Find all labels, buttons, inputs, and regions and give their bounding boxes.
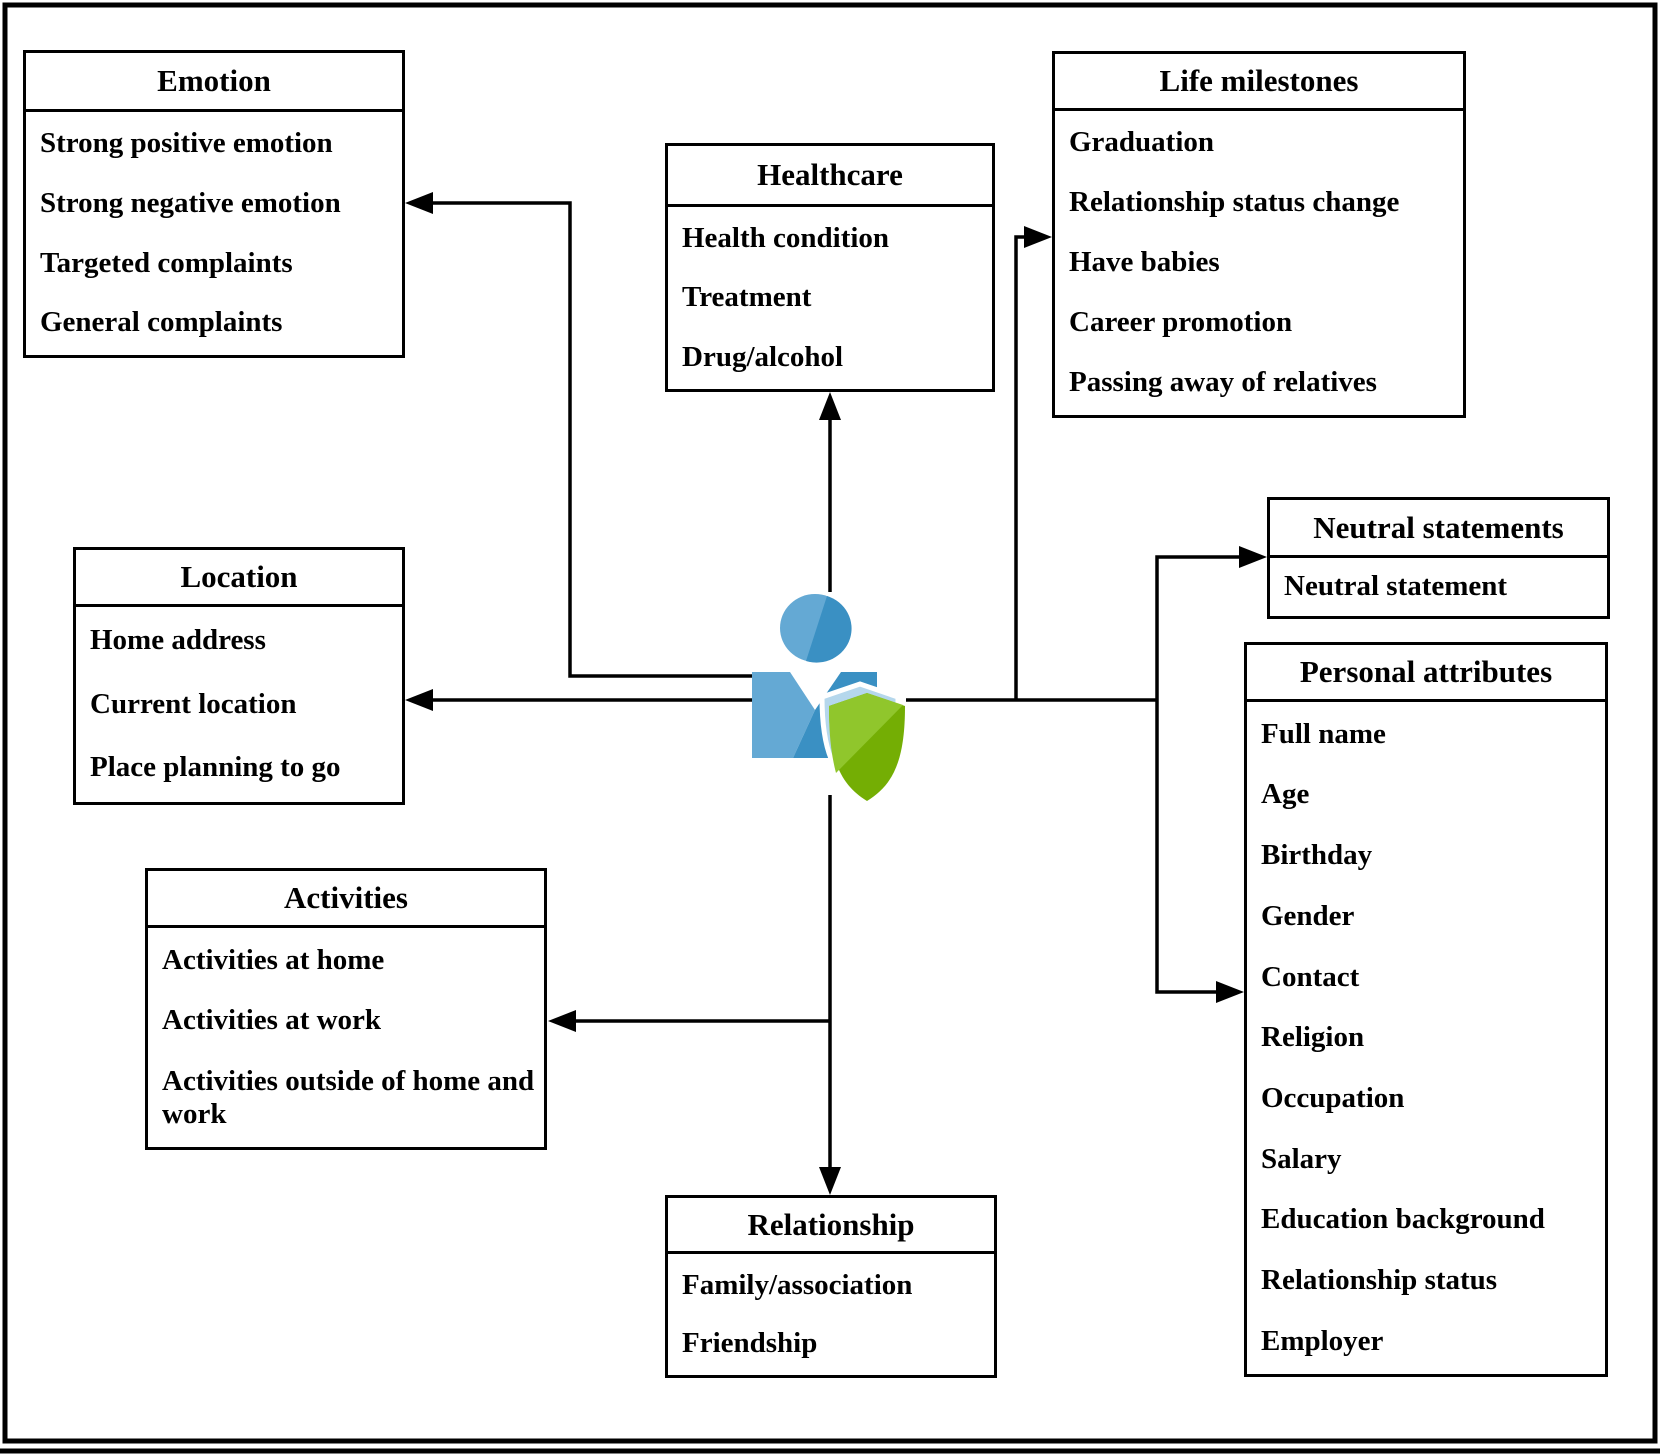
list-item: Activities outside of home and work — [162, 1064, 535, 1131]
list-item: Graduation — [1069, 126, 1215, 159]
connector-neutral-statements — [1155, 555, 1247, 700]
healthcare-items: Health condition Treatment Drug/alcohol — [668, 207, 992, 389]
list-item: Occupation — [1261, 1082, 1405, 1114]
neutral-statements-title: Neutral statements — [1270, 500, 1607, 558]
arrowhead-left-emotion — [405, 192, 433, 214]
list-item: Salary — [1261, 1142, 1342, 1175]
list-item: Relationship status — [1261, 1264, 1498, 1297]
healthcare-box: Healthcare Health condition Treatment Dr… — [665, 143, 995, 392]
arrowhead-up-healthcare — [819, 392, 841, 420]
arrowhead-down-relationship — [819, 1167, 841, 1195]
location-box: Location Home address Current location P… — [73, 547, 405, 805]
list-item: Drug/alcohol — [682, 340, 844, 373]
relationship-box: Relationship Family/association Friendsh… — [665, 1195, 997, 1378]
list-item: Family/association — [682, 1268, 913, 1301]
list-item: Birthday — [1261, 839, 1373, 872]
arrowhead-right-neutral-statements — [1239, 546, 1267, 568]
life-milestones-items: Graduation Relationship status change Ha… — [1055, 111, 1463, 415]
connector-personal-attributes — [1155, 700, 1224, 994]
list-item: Relationship status change — [1069, 186, 1400, 219]
connector-emotion — [425, 201, 754, 678]
person-torso-left — [752, 672, 815, 758]
person-head-shade — [806, 596, 852, 663]
list-item: General complaints — [40, 306, 283, 339]
list-item: Targeted complaints — [40, 246, 293, 279]
list-item: Full name — [1261, 717, 1386, 750]
list-item: Have babies — [1069, 246, 1220, 279]
list-item: Age — [1261, 778, 1310, 811]
list-item: Friendship — [682, 1327, 818, 1360]
neutral-statements-items: Neutral statement — [1270, 558, 1607, 616]
arrowhead-right-life-milestones — [1024, 226, 1052, 248]
personal-attributes-items: Full name Age Birthday Gender Contact Re… — [1247, 702, 1605, 1374]
list-item: Gender — [1261, 899, 1355, 932]
list-item: Home address — [90, 624, 266, 657]
list-item: Passing away of relatives — [1069, 366, 1377, 399]
emotion-items: Strong positive emotion Strong negative … — [26, 112, 402, 355]
list-item: Strong positive emotion — [40, 127, 333, 160]
neutral-statements-box: Neutral statements Neutral statement — [1267, 497, 1610, 619]
location-items: Home address Current location Place plan… — [76, 607, 402, 802]
shield-highlight — [829, 693, 903, 773]
activities-title: Activities — [148, 871, 544, 928]
list-item: Treatment — [682, 281, 812, 314]
connectors — [425, 201, 1247, 1173]
activities-box: Activities Activities at home Activities… — [145, 868, 547, 1150]
list-item: Strong negative emotion — [40, 186, 341, 219]
activities-items: Activities at home Activities at work Ac… — [148, 928, 544, 1147]
relationship-items: Family/association Friendship — [668, 1254, 994, 1375]
list-item: Health condition — [682, 221, 890, 254]
personal-attributes-title: Personal attributes — [1247, 645, 1605, 702]
emotion-title: Emotion — [26, 53, 402, 112]
list-item: Neutral statement — [1284, 570, 1508, 603]
arrowhead-left-activities — [548, 1010, 576, 1032]
list-item: Contact — [1261, 960, 1360, 993]
list-item: Current location — [90, 687, 297, 720]
list-item: Religion — [1261, 1021, 1365, 1054]
list-item: Activities at work — [162, 1004, 382, 1037]
arrowhead-right-personal-attributes — [1216, 981, 1244, 1003]
list-item: Place planning to go — [90, 751, 341, 784]
list-item: Career promotion — [1069, 306, 1293, 339]
list-item: Activities at home — [162, 943, 385, 976]
healthcare-title: Healthcare — [668, 146, 992, 207]
connector-life-milestones — [1014, 235, 1032, 700]
arrowheads — [405, 192, 1267, 1195]
emotion-box: Emotion Strong positive emotion Strong n… — [23, 50, 405, 358]
life-milestones-box: Life milestones Graduation Relationship … — [1052, 51, 1466, 418]
person-shield-icon — [752, 594, 905, 801]
list-item: Education background — [1261, 1203, 1545, 1236]
life-milestones-title: Life milestones — [1055, 54, 1463, 111]
personal-attributes-box: Personal attributes Full name Age Birthd… — [1244, 642, 1608, 1377]
list-item: Employer — [1261, 1324, 1384, 1357]
location-title: Location — [76, 550, 402, 607]
arrowhead-left-location — [405, 689, 433, 711]
relationship-title: Relationship — [668, 1198, 994, 1254]
